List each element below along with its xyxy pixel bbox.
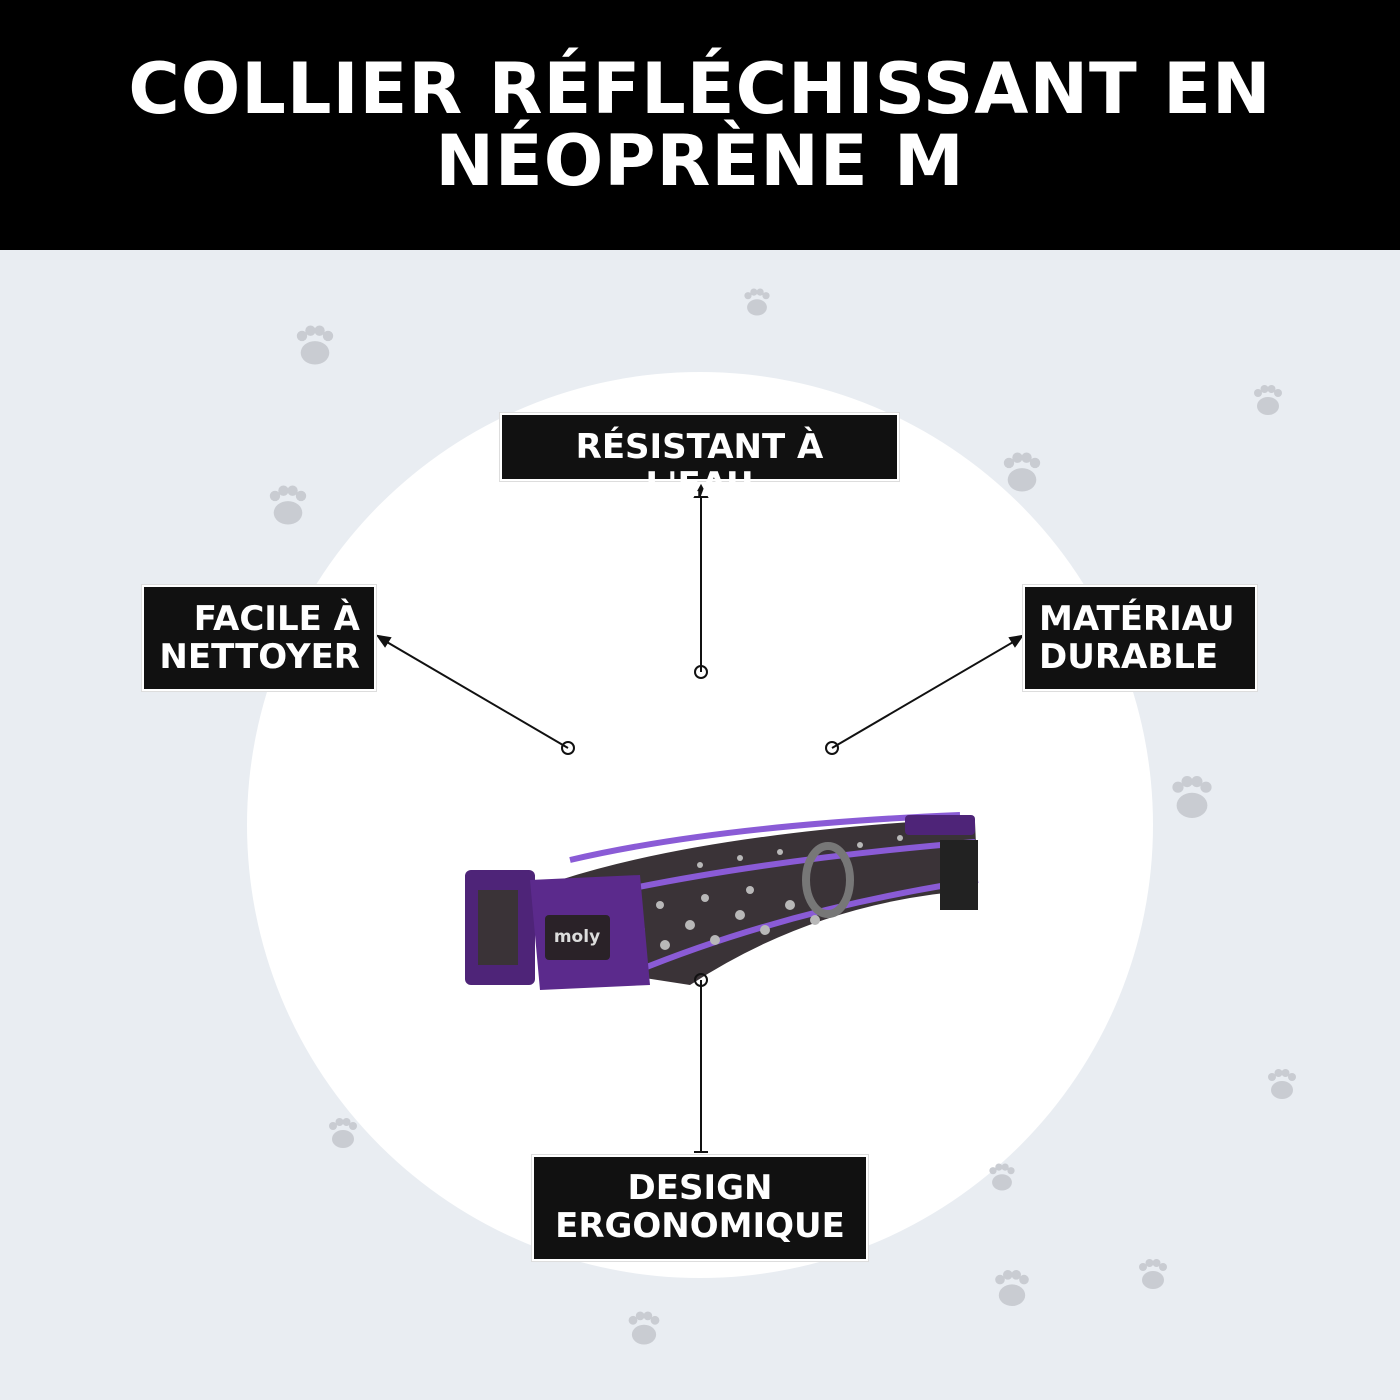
paw-icon <box>1268 1069 1296 1099</box>
feature-label-durable: MATÉRIAU DURABLE <box>1023 585 1257 691</box>
paw-icon <box>744 288 770 316</box>
paw-icon <box>269 485 307 525</box>
paw-icon <box>329 1118 357 1148</box>
collar-image: moly <box>465 812 979 990</box>
paw-icon <box>628 1311 660 1345</box>
page-title: COLLIER RÉFLÉCHISSANT EN NÉOPRÈNE M <box>128 48 1272 202</box>
paw-icon <box>1172 776 1212 818</box>
header-banner: COLLIER RÉFLÉCHISSANT EN NÉOPRÈNE M <box>0 0 1400 250</box>
paw-icon <box>995 1270 1029 1306</box>
paw-icon <box>1003 452 1041 492</box>
feature-label-water-resistant: RÉSISTANT À L'EAU <box>500 413 899 504</box>
paw-icon <box>1254 385 1282 415</box>
feature-label-ergonomic: DESIGN ERGONOMIQUE <box>532 1155 868 1261</box>
paw-icon <box>989 1163 1015 1191</box>
paw-icon <box>1139 1259 1167 1289</box>
paw-icon <box>296 325 334 365</box>
feature-label-easy-clean: FACILE À NETTOYER <box>142 585 376 691</box>
connector-lines <box>375 483 1025 1153</box>
brand-logo: moly <box>554 927 600 947</box>
